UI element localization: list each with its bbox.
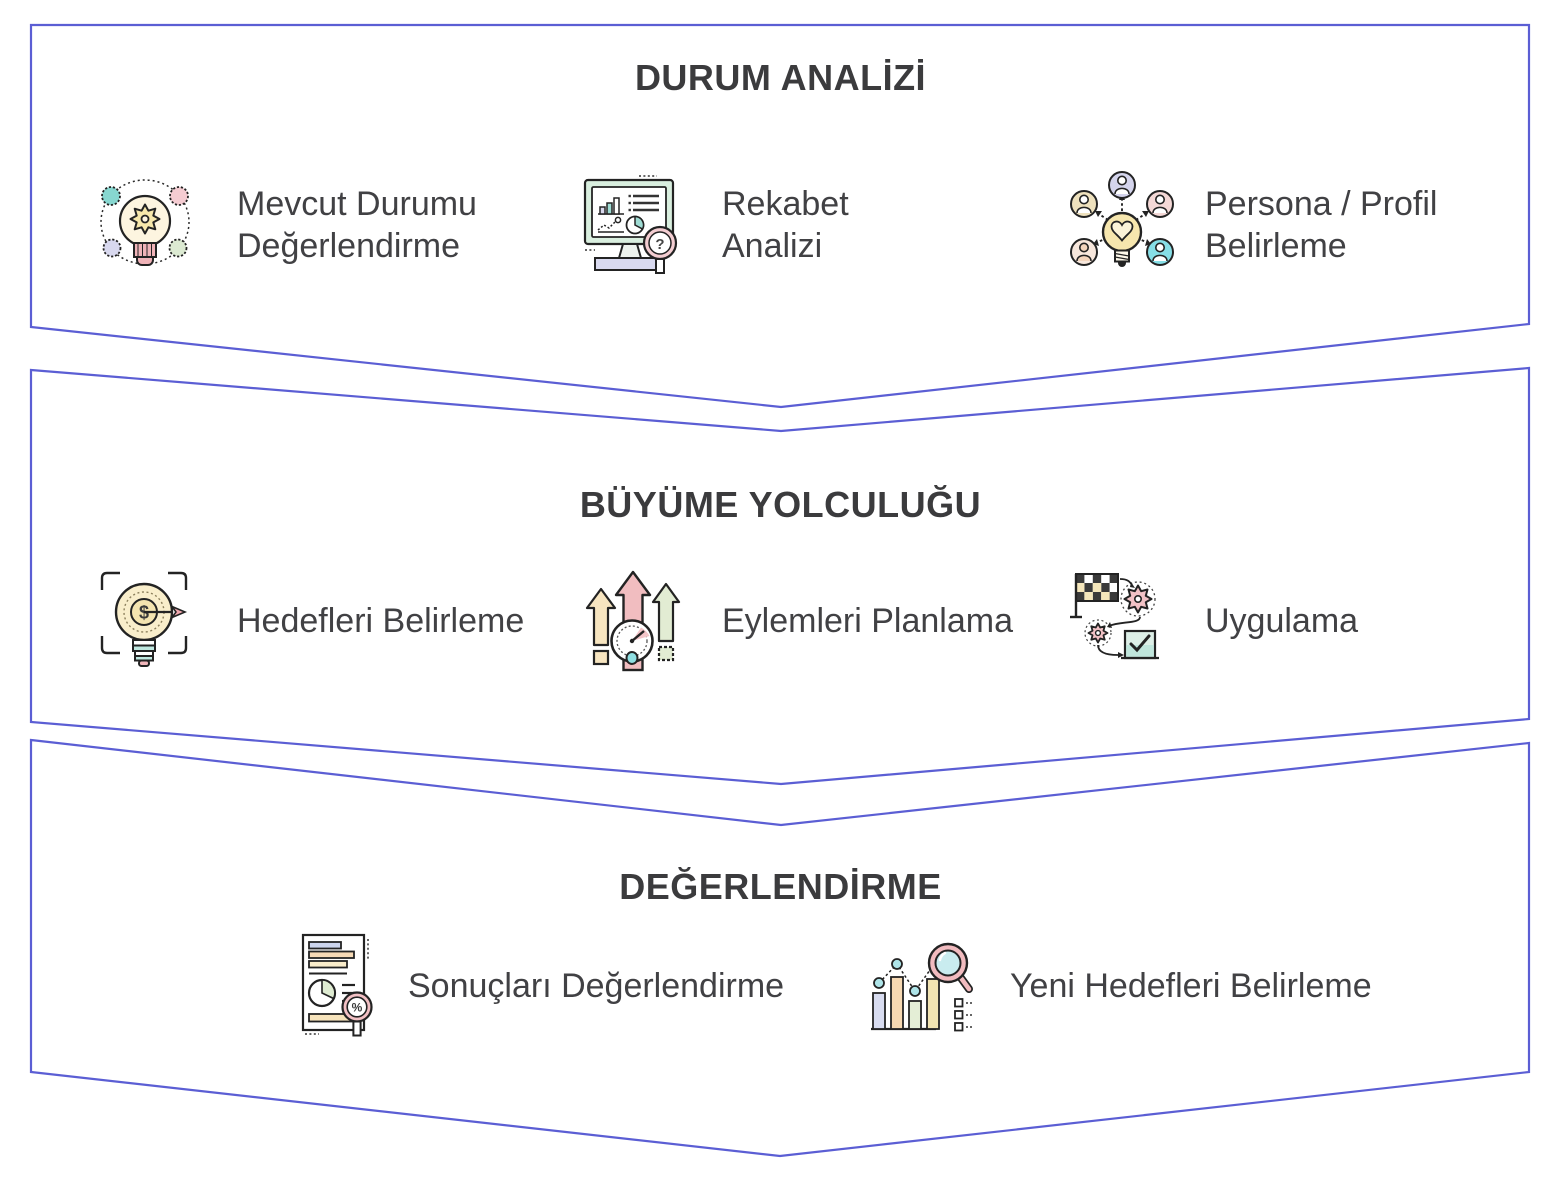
item-label-hedefleri-belirleme: Hedefleri Belirleme (237, 602, 525, 640)
item-label-persona-profil: Persona / Profil Belirleme (1205, 185, 1438, 265)
idea-gear-network-icon (100, 179, 190, 266)
growth-arrows-gauge-icon (585, 570, 681, 672)
magnifier-question-glyph: ? (655, 236, 664, 253)
results-report-magnifier-icon: % (301, 933, 373, 1037)
item-label-uygulama: Uygulama (1205, 602, 1359, 640)
checkered-flag (1070, 573, 1119, 619)
item-label-mevcut-durumu: Mevcut Durumu Değerlendirme (237, 185, 477, 265)
band-1-outline (29, 23, 1531, 409)
implementation-flag-gears-icon (1070, 573, 1159, 660)
competitor-analysis-monitor-icon: ? (583, 175, 678, 274)
persona-people-bulb-icon (1070, 171, 1174, 267)
new-goals-chart-magnifier-icon (871, 942, 974, 1032)
band-2-outline (29, 366, 1531, 786)
band-3-outline (29, 738, 1531, 1158)
item-label-eylemleri-planlama: Eylemleri Planlama (722, 602, 1013, 640)
goal-target-bulb-icon: $ (100, 571, 188, 667)
persona-badges (1070, 171, 1174, 266)
band-2-title: BÜYÜME YOLCULUĞU (579, 484, 982, 525)
band-1-title: DURUM ANALİZİ (634, 57, 927, 98)
magnifier-percent-glyph: % (352, 1001, 363, 1015)
item-label-rekabet-analizi: Rekabet Analizi (722, 185, 849, 265)
item-label-sonuclari-degerlendirme: Sonuçları Değerlendirme (408, 967, 785, 1005)
band-3-title: DEĞERLENDİRME (619, 866, 942, 907)
item-label-yeni-hedefleri-belirleme: Yeni Hedefleri Belirleme (1010, 967, 1372, 1005)
